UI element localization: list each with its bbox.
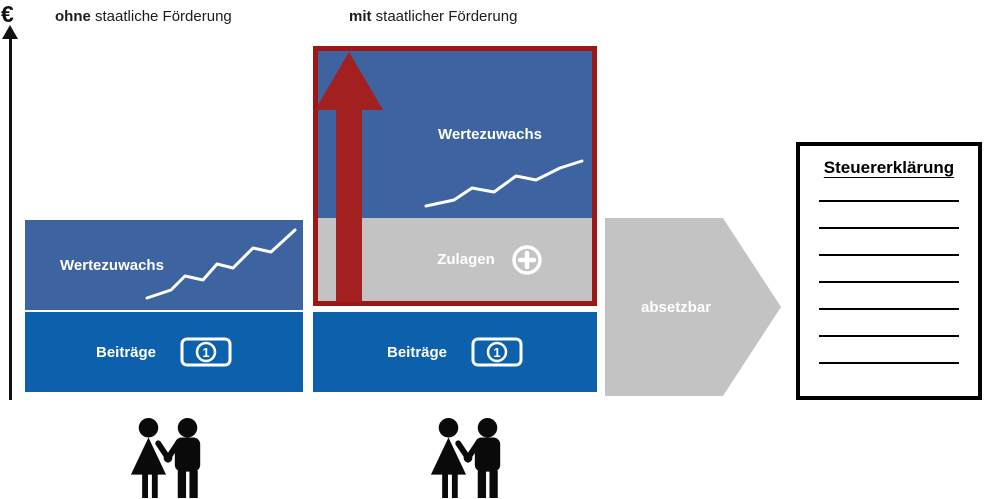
growth-box-without: Wertezuwachs (25, 220, 303, 310)
growth-chart-line-icon (424, 159, 584, 208)
growth-box-without-label: Wertezuwachs (60, 256, 164, 274)
couple-pictogram-with (430, 418, 501, 498)
heading-with-bold: mit (349, 8, 372, 25)
heading-without-bold: ohne (55, 8, 91, 25)
document-ruled-line (819, 308, 959, 310)
contribution-box-with-label: Beiträge (386, 343, 448, 361)
deductible-arrow-label: absetzbar (641, 298, 712, 316)
document-ruled-line (819, 200, 959, 202)
document-ruled-line (819, 335, 959, 337)
contribution-box-without-label: Beiträge (95, 343, 157, 361)
document-ruled-line (819, 281, 959, 283)
subsidy-box: Zulagen (318, 218, 592, 301)
couple-pictogram-without (130, 418, 201, 498)
heading-without-rest: staatliche Förderung (90, 8, 232, 25)
currency-axis-label: € (1, 1, 14, 27)
deductible-arrow: absetzbar (605, 218, 781, 396)
money-bill-value: 1 (202, 345, 209, 360)
contribution-box-with: Beiträge 1 (313, 312, 597, 392)
growth-chart-line-icon (145, 228, 297, 300)
growth-box-with-label: Wertezuwachs (438, 126, 542, 143)
heading-without-subsidy: ohne staatliche Förderung (55, 8, 232, 25)
tax-declaration-title: Steuererklärung (823, 158, 955, 177)
money-bill-icon: 1 (471, 337, 523, 367)
contribution-box-without: Beiträge 1 (25, 312, 303, 392)
money-bill-value: 1 (493, 345, 500, 360)
tax-declaration-document: Steuererklärung (796, 142, 982, 400)
document-ruled-line (819, 254, 959, 256)
axis-line (9, 38, 12, 400)
subsidy-box-label: Zulagen (437, 251, 495, 268)
money-bill-icon: 1 (180, 337, 232, 367)
plus-circle-icon (512, 244, 542, 275)
heading-with-subsidy: mit staatlicher Förderung (349, 8, 517, 25)
subsidy-boost-arrow-icon (315, 52, 383, 302)
document-ruled-line (819, 362, 959, 364)
heading-with-rest: staatlicher Förderung (371, 8, 518, 25)
axis-arrow-up-icon (2, 25, 18, 39)
document-ruled-line (819, 227, 959, 229)
